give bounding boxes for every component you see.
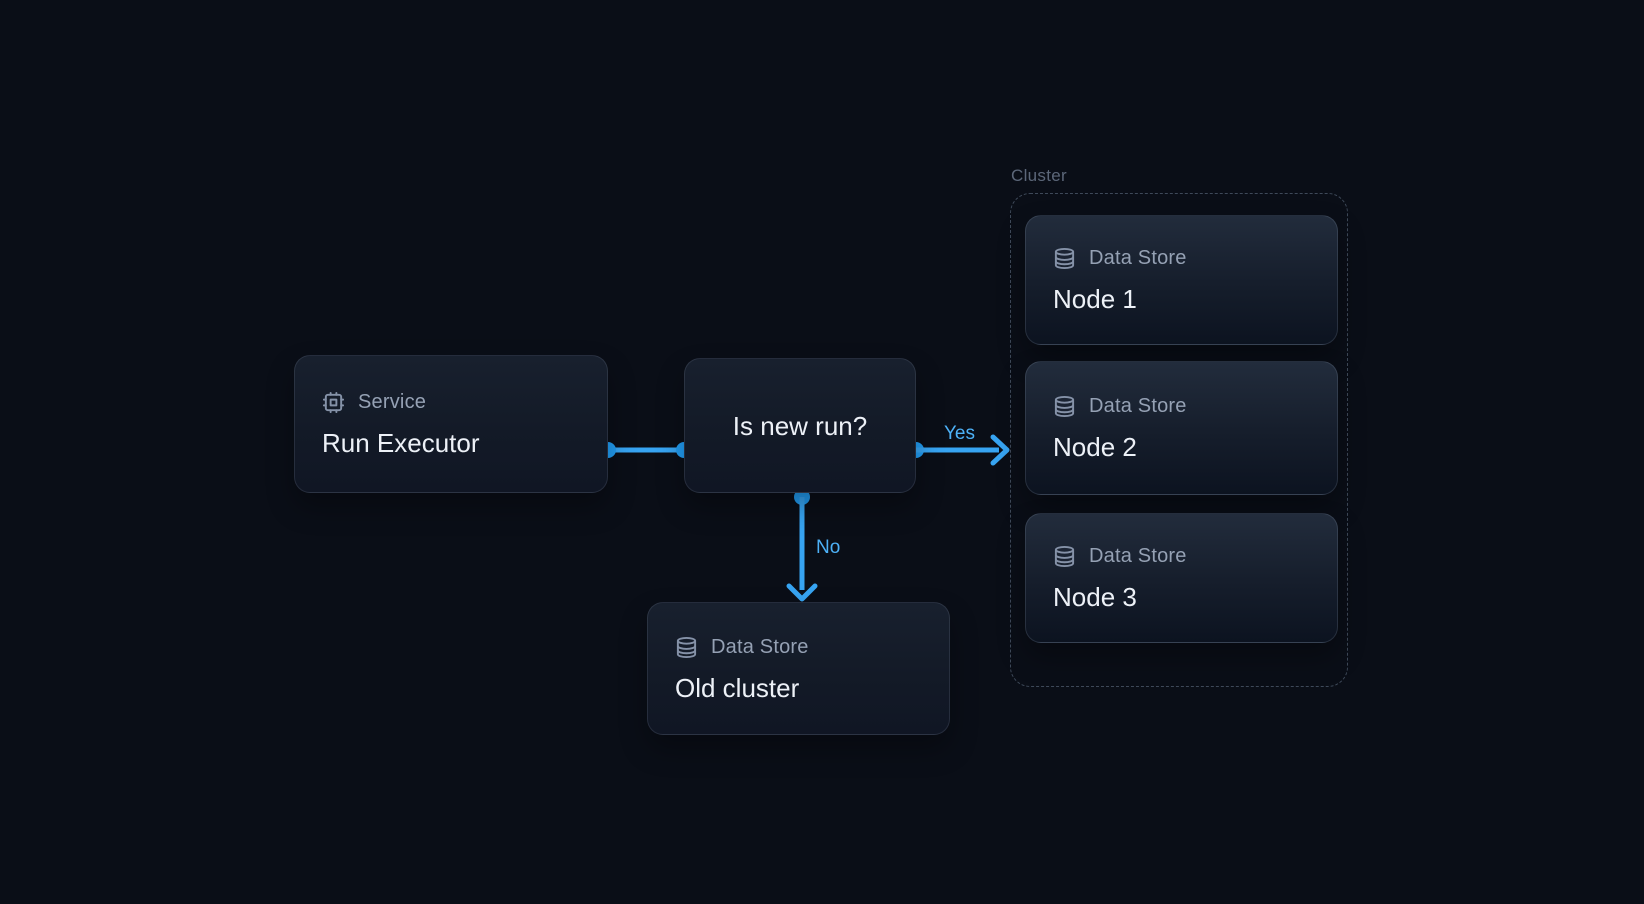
database-icon <box>1053 395 1076 418</box>
database-icon <box>675 636 698 659</box>
node-title: Node 1 <box>1053 284 1137 314</box>
node-data-store-1[interactable]: Data Store Node 1 <box>1025 215 1338 345</box>
node-title: Run Executor <box>322 428 480 458</box>
cluster-group[interactable] <box>1010 193 1348 687</box>
cluster-label: Cluster <box>1011 166 1067 185</box>
node-type-row: Data Store <box>1053 395 1310 418</box>
edge-service-to-decision[interactable] <box>600 442 692 458</box>
node-type-label: Data Store <box>711 635 809 658</box>
node-type-label: Data Store <box>1089 247 1187 269</box>
node-type-label: Data Store <box>1089 395 1187 417</box>
edge-label-yes: Yes <box>944 423 975 444</box>
node-type-label: Service <box>358 391 427 413</box>
edge-decision-no[interactable] <box>786 489 818 602</box>
node-type-row: Data Store <box>1053 545 1310 568</box>
arrowhead-right-icon <box>990 434 1010 466</box>
node-type-label: Data Store <box>1089 545 1187 567</box>
cpu-icon <box>322 391 345 414</box>
node-type-row: Data Store <box>675 636 922 659</box>
node-run-executor[interactable]: Service Run Executor <box>294 355 608 493</box>
database-icon <box>1053 545 1076 568</box>
node-title: Old cluster <box>675 672 800 703</box>
node-is-new-run[interactable]: Is new run? <box>684 358 916 493</box>
database-icon <box>1053 247 1076 270</box>
node-title: Node 2 <box>1053 432 1137 462</box>
node-title: Node 3 <box>1053 582 1137 612</box>
edge-label-no: No <box>816 537 841 558</box>
arrowhead-down-icon <box>786 583 818 602</box>
node-old-cluster[interactable]: Data Store Old cluster <box>647 602 950 735</box>
node-data-store-2[interactable]: Data Store Node 2 <box>1025 361 1338 495</box>
node-title: Is new run? <box>732 410 868 441</box>
node-type-row: Data Store <box>1053 247 1310 270</box>
node-data-store-3[interactable]: Data Store Node 3 <box>1025 513 1338 643</box>
node-type-row: Service <box>322 391 580 414</box>
